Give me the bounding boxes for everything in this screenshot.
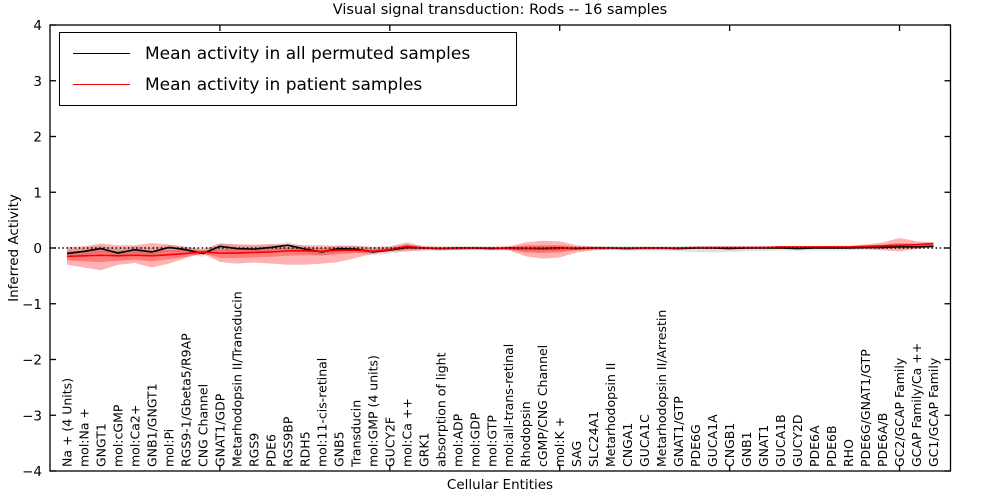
x-category-label: mol:Pi — [161, 429, 176, 467]
x-category-label: GCAP Family/Ca ++ — [909, 343, 924, 467]
x-category-label: GNB5 — [331, 431, 346, 467]
x-category-label: GRK1 — [416, 432, 431, 467]
x-category-label: GNAT1/GTP — [671, 396, 686, 467]
x-category-label: SLC24A1 — [586, 411, 601, 467]
x-category-label: cGMP/CNG Channel — [535, 345, 550, 467]
x-category-label: GUCA1C — [637, 414, 652, 467]
x-category-label: GUCA1A — [705, 414, 720, 467]
x-category-label: mol:GTP — [484, 415, 499, 467]
x-category-label: Rhodopsin — [518, 401, 533, 467]
x-category-label: mol:GDP — [467, 412, 482, 467]
patient-mean-line — [66, 242, 934, 258]
x-category-label: absorption of light — [433, 352, 448, 467]
x-axis-label: Cellular Entities — [446, 477, 554, 493]
y-tick-label: 2 — [33, 130, 42, 146]
x-category-label: mol:Ca ++ — [399, 398, 414, 467]
x-category-label: mol:Ca2+ — [127, 405, 142, 467]
x-category-label: Na + (4 Units) — [59, 378, 74, 467]
x-category-label: PDE6B — [824, 425, 839, 467]
x-category-label: GC2/GCAP Family — [892, 357, 907, 467]
x-category-label: GNB1/GNGT1 — [144, 383, 159, 467]
legend-label-permuted: Mean activity in all permuted samples — [145, 43, 471, 64]
x-category-label: PDE6 — [263, 434, 278, 467]
legend-line-sample-black — [73, 53, 130, 54]
x-category-label: CNG Channel — [195, 384, 210, 467]
legend-label-patient: Mean activity in patient samples — [145, 74, 423, 95]
x-category-label: Metarhodopsin II — [603, 363, 618, 467]
x-category-label: RHO — [841, 439, 856, 467]
x-category-label: GC1/GCAP Family — [926, 357, 941, 467]
x-category-label: RGS9 — [246, 433, 261, 467]
x-category-label: CNGB1 — [722, 423, 737, 467]
legend-item-permuted: Mean activity in all permuted samples — [60, 38, 516, 69]
x-category-label: GNB1 — [739, 431, 754, 467]
x-category-label: GNAT1/GDP — [212, 393, 227, 467]
y-tick-label: 4 — [33, 18, 42, 34]
x-category-label: PDE6G — [688, 424, 703, 467]
x-category-label: RGS9BP — [280, 416, 295, 467]
x-category-label: PDE6A — [807, 425, 822, 467]
x-category-label: mol:ADP — [450, 413, 465, 467]
x-category-label: mol:GMP (4 units) — [365, 355, 380, 467]
chart-title: Visual signal transduction: Rods -- 16 s… — [332, 2, 668, 18]
x-category-label: Transducin — [348, 400, 363, 468]
x-category-label: GNGT1 — [93, 423, 108, 467]
y-tick-label: 0 — [33, 241, 42, 257]
x-category-label: mol:cGMP — [110, 404, 125, 467]
x-category-label: mol:all-trans-retinal — [501, 344, 516, 467]
y-tick-label: −3 — [22, 408, 42, 424]
y-tick-label: 1 — [33, 185, 42, 201]
x-category-label: GNAT1 — [756, 425, 771, 467]
x-category-label: mol:K + — [552, 417, 567, 467]
x-category-label: mol:Na + — [76, 408, 91, 467]
y-tick-label: −4 — [22, 464, 42, 480]
legend: Mean activity in all permuted samples Me… — [59, 32, 517, 106]
y-tick-label: −2 — [22, 353, 42, 369]
y-tick-label: 3 — [33, 74, 42, 90]
legend-item-patient: Mean activity in patient samples — [60, 69, 516, 100]
y-tick-label: −1 — [22, 297, 42, 313]
x-category-label: RDH5 — [297, 431, 312, 467]
x-category-label: GUCA1B — [773, 414, 788, 467]
legend-line-sample-red — [73, 84, 130, 85]
x-category-label: mol:11-cis-retinal — [314, 358, 329, 467]
x-category-label: PDE6A/B — [875, 413, 890, 467]
x-category-label: Metarhodopsin II/Transducin — [229, 291, 244, 467]
x-category-label: Metarhodopsin II/Arrestin — [654, 310, 669, 467]
x-category-label: SAG — [569, 441, 584, 467]
x-category-label: GUCY2F — [382, 417, 397, 467]
x-category-label: GUCY2D — [790, 414, 805, 467]
x-category-label: CNGA1 — [620, 423, 635, 467]
x-category-label: RGS9-1/Gbeta5/R9AP — [178, 333, 193, 467]
x-category-label: PDE6G/GNAT1/GTP — [858, 349, 873, 467]
